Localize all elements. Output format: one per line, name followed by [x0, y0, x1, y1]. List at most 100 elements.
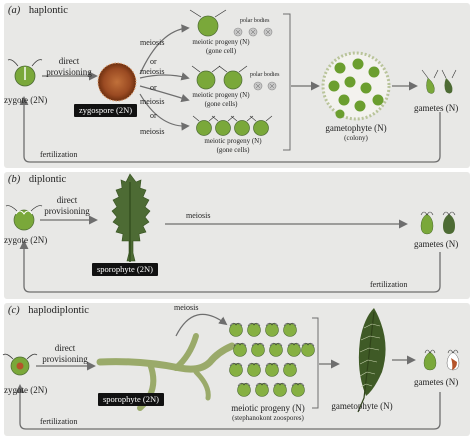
direct-label-a: direct — [58, 56, 80, 66]
gone-cells-label-3: (gone cells) — [216, 146, 250, 154]
progeny-gone-cells-4 — [192, 115, 273, 136]
zoospore-flagella — [273, 382, 287, 387]
progeny-label-c: meiotic progeny (N) — [231, 403, 305, 413]
meiosis-label-b: meiosis — [186, 211, 211, 220]
zoospore — [247, 323, 261, 337]
zoospore — [229, 363, 243, 377]
panel-c-heading: (c) haplodiplontic — [8, 305, 89, 317]
zygote-c — [2, 353, 38, 376]
zoospore-flagella — [301, 342, 315, 347]
panel-a-title: haplontic — [28, 5, 68, 16]
bracket-progeny — [283, 13, 291, 151]
zoospores-label: (stephanokont zoospores) — [232, 414, 304, 422]
sporophyte-b — [111, 173, 151, 262]
zoospore-flagella — [283, 362, 297, 367]
zoospore-grid — [229, 322, 315, 397]
sporophyte-badge-b: sporophyte (2N) — [92, 263, 158, 276]
progeny-gone-cells-2 — [191, 65, 248, 90]
zoospore — [233, 343, 247, 357]
zoospore-flagella — [247, 362, 261, 367]
fertilization-label-c: fertilization — [40, 417, 78, 426]
zoospore-flagella — [255, 382, 269, 387]
provisioning-label-c: provisioning — [42, 354, 88, 364]
or-label-1: or — [150, 57, 157, 66]
fertilization-label-a: fertilization — [40, 150, 78, 159]
zoospore-flagella — [229, 362, 243, 367]
zoospore — [265, 363, 279, 377]
meiosis-label-3: meiosis — [140, 97, 165, 106]
arrow-fertilization-a — [19, 96, 441, 163]
zoospore-flagella — [229, 322, 243, 327]
panel-a-heading: (a) haplontic — [8, 5, 68, 17]
zygote-label-c: zygote (2N) — [4, 385, 48, 395]
or-label-3: or — [150, 111, 157, 120]
provisioning-label-b: provisioning — [44, 206, 90, 216]
panel-b-title: diplontic — [28, 174, 67, 185]
zoospore — [269, 343, 283, 357]
zoospore — [237, 383, 251, 397]
gametes-b — [420, 211, 456, 235]
panel-b-heading: (b) diplontic — [8, 174, 67, 186]
zoospore — [287, 343, 301, 357]
meiosis-label-1: meiosis — [140, 38, 165, 47]
gone-cell-label-1: (gone cell) — [205, 47, 237, 55]
panel-b-letter: (b) — [8, 174, 21, 185]
zoospore — [283, 363, 297, 377]
panel-c-letter: (c) — [8, 305, 20, 316]
sporophyte-badge-c: sporophyte (2N) — [98, 393, 164, 406]
zygote-label-b: zygote (2N) — [4, 235, 48, 245]
zygote-a — [7, 59, 43, 87]
gametophyte-label-c: gametophyte (N) — [331, 401, 393, 411]
arrow-meiosis-4 — [139, 93, 190, 131]
arrow-meiosis-2 — [139, 72, 190, 81]
zoospore-flagella — [291, 382, 305, 387]
gametes-label-c: gametes (N) — [414, 377, 459, 387]
gametes-label-a: gametes (N) — [414, 103, 459, 113]
gone-cells-label-2: (gone cells) — [204, 100, 238, 108]
zygote-label-a: zygote (2N) — [4, 95, 48, 105]
arrow-fertilization-c — [15, 384, 441, 430]
panel-c-title: haplodiplontic — [28, 305, 89, 316]
progeny-label-3: meiotic progeny (N) — [204, 137, 262, 145]
fertilization-label-b: fertilization — [370, 280, 408, 289]
gametes-label-b: gametes (N) — [414, 239, 459, 249]
meiosis-label-4: meiosis — [140, 127, 165, 136]
zoospore — [229, 323, 243, 337]
arrow-meiosis-c — [175, 313, 228, 337]
meiosis-label-c: meiosis — [174, 303, 199, 312]
zoospore — [273, 383, 287, 397]
zygospore-a — [97, 62, 137, 102]
direct-label-b: direct — [56, 195, 78, 205]
zoospore-flagella — [287, 342, 301, 347]
progeny-gone-cell — [189, 9, 227, 37]
arrow-meiosis-1 — [139, 24, 190, 75]
bracket-zoospores — [312, 317, 319, 409]
progeny-label-2: meiotic progeny (N) — [192, 91, 250, 99]
polar-bodies-label-1: polar bodies — [240, 18, 270, 24]
polar-bodies-label-2: polar bodies — [250, 72, 280, 78]
progeny-label-1: meiotic progeny (N) — [192, 38, 250, 46]
polar-body-icons-1 — [233, 27, 273, 37]
zoospore-flagella — [251, 342, 265, 347]
provisioning-label-a: provisioning — [46, 67, 92, 77]
gametes-a — [421, 69, 457, 94]
gametes-c — [423, 349, 460, 371]
colony-label: (colony) — [344, 134, 368, 142]
zoospore — [247, 363, 261, 377]
zygospore-badge: zygospore (2N) — [74, 104, 138, 117]
zoospore — [251, 343, 265, 357]
gametophyte-label-a: gametophyte (N) — [325, 123, 387, 133]
zoospore-flagella — [283, 322, 297, 327]
arrow-meiosis-3 — [139, 85, 190, 103]
zoospore-flagella — [265, 322, 279, 327]
zoospore — [283, 323, 297, 337]
zoospore — [301, 343, 315, 357]
meiosis-label-2: meiosis — [140, 67, 165, 76]
polar-body-icons-2 — [253, 81, 277, 91]
panel-a-letter: (a) — [8, 5, 21, 16]
zoospore-flagella — [265, 362, 279, 367]
gametophyte-c-leaf — [357, 308, 386, 413]
zoospore-flagella — [233, 342, 247, 347]
